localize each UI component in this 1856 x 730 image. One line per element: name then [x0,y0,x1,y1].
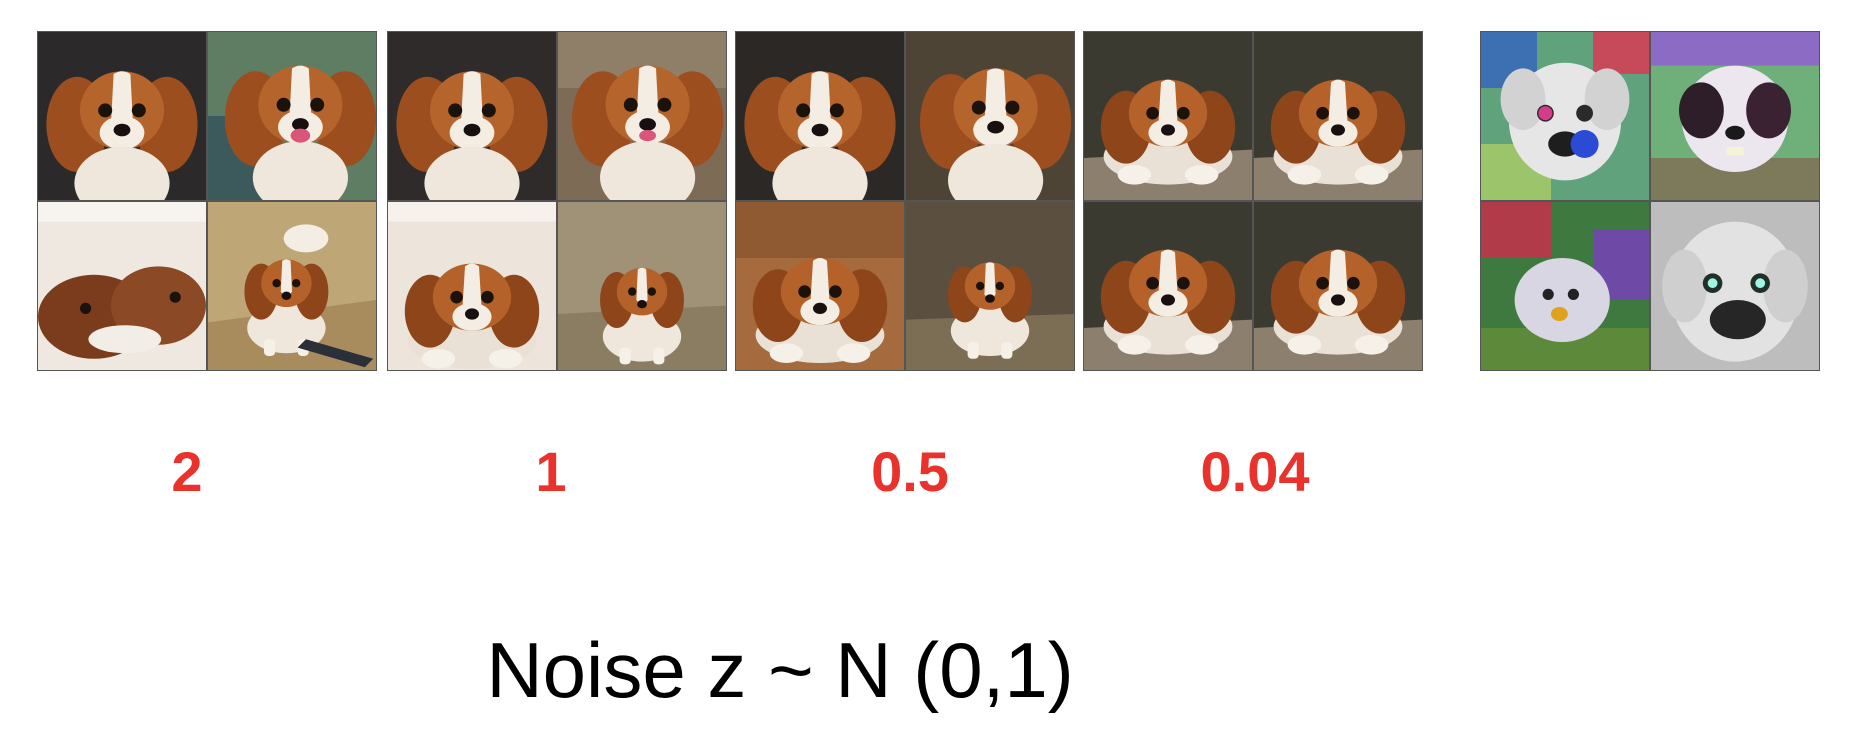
noise-level-label: 0.5 [871,440,949,503]
dog-photo [1084,32,1252,200]
dog-photo [1084,202,1252,370]
dog-photo [208,32,376,200]
distorted-dog-photo [1481,202,1649,370]
dog-photo [1254,32,1422,200]
noise-level-label: 1 [535,440,567,503]
image-grid-noise-2 [37,31,377,371]
distorted-dog-photo [1481,32,1649,200]
image-grid-noise-0.5 [735,31,1075,371]
dog-photo [1254,202,1422,370]
distorted-dog-photo [1651,32,1819,200]
image-grid-noise-1 [387,31,727,371]
distorted-dog-photo [1651,202,1819,370]
dog-photo [906,202,1074,370]
dog-photo [208,202,376,370]
dog-photo [906,32,1074,200]
dog-photo [558,202,726,370]
noise-distribution-caption: Noise z ~ N (0,1) [486,626,1074,714]
dog-photo [38,202,206,370]
image-grid-noise-0.04 [1083,31,1423,371]
dog-photo [558,32,726,200]
dog-photo [736,32,904,200]
dog-photo [736,202,904,370]
noise-level-label: 2 [171,440,203,503]
dog-photo [38,32,206,200]
image-grid-distorted [1480,31,1820,371]
dog-photo [388,32,556,200]
noise-level-label: 0.04 [1200,440,1310,503]
dog-photo [388,202,556,370]
